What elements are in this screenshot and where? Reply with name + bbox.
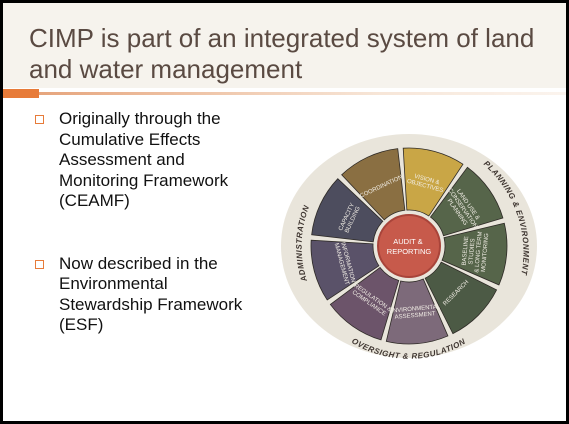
center-label-line: REPORTING <box>387 247 432 256</box>
center-hub <box>377 214 441 278</box>
center-label-line: AUDIT & <box>393 237 422 246</box>
accent-divider <box>39 92 566 95</box>
wheel-segment-label-line: ASSESSMENT <box>394 311 436 321</box>
wheel-segment <box>341 148 406 221</box>
wheel-segment <box>385 278 449 345</box>
bullet-square-icon <box>35 259 44 269</box>
bullet-item: Originally through the Cumulative Effect… <box>33 109 263 212</box>
wheel-segment-label: ENVIRONMENTALASSESSMENT <box>389 304 442 321</box>
bullet-list: Originally through the Cumulative Effect… <box>33 109 263 336</box>
bullet-square-icon <box>35 115 44 124</box>
wheel-segment <box>441 222 508 286</box>
wheel-segment-label-line: MONITORING <box>481 233 490 273</box>
wheel-segment-label-line: & LONG TERM <box>474 231 484 273</box>
wheel-segment <box>310 239 380 301</box>
wheel-segment <box>402 147 464 217</box>
wheel-segment <box>311 178 384 243</box>
slide: CIMP is part of an integrated system of … <box>3 3 566 421</box>
wheel-segment <box>424 261 498 335</box>
wheel-segment <box>329 266 400 341</box>
wheel-segment <box>429 166 504 237</box>
svg-text:AUDIT & REPORTING: AUDIT & REPORTING <box>387 237 432 256</box>
bullet-text: Originally through the Cumulative Effect… <box>59 109 229 210</box>
bullet-text: Now described in the Environmental Stewa… <box>59 253 243 335</box>
accent-square <box>3 89 39 98</box>
wheel-segment-label: BASELINESTUDIES& LONG TERMMONITORING <box>461 230 490 273</box>
wheel-segment-label-line: STUDIES <box>468 238 476 264</box>
title-area: CIMP is part of an integrated system of … <box>3 3 566 88</box>
slide-title: CIMP is part of an integrated system of … <box>29 23 535 84</box>
bullet-item: Now described in the Environmental Stewa… <box>33 254 263 336</box>
wheel-segment-label-line: ENVIRONMENTAL <box>389 304 441 314</box>
wheel-segment-label-line: BASELINE <box>462 236 471 266</box>
